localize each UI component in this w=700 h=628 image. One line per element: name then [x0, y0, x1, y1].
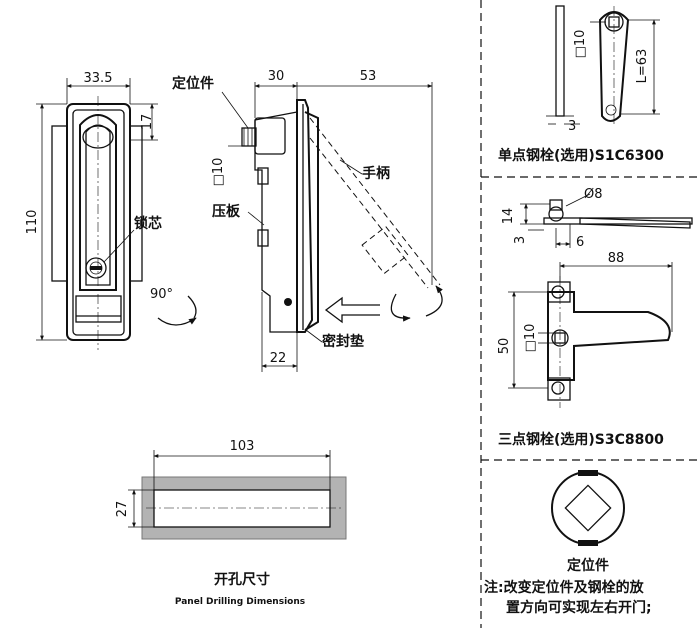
three-point-rod: Ø8 14 3 6 88 □10 50 三点钢栓(选用)S3C8800	[497, 187, 693, 448]
rod1-thickness-dim: 3	[568, 119, 576, 134]
rod1-caption: 单点钢栓(选用)S1C6300	[498, 147, 664, 164]
positioner-label: 定位件	[172, 75, 214, 92]
rod3-dim-14: 14	[501, 208, 516, 225]
side-dim-30: 30	[268, 69, 285, 84]
side-dim-53: 53	[360, 69, 377, 84]
plate-label: 压板	[212, 203, 241, 220]
lock-core-label: 锁芯	[134, 215, 162, 232]
rod3-dim-88: 88	[608, 251, 625, 266]
side-view: 定位件 □10 手柄 压板 密封垫 30 53	[172, 69, 443, 372]
rod3-square-dim: □10	[523, 324, 538, 353]
front-width-dim: 33.5	[84, 71, 113, 86]
rod3-dim-6: 6	[576, 235, 584, 250]
gasket-label: 密封垫	[321, 333, 364, 350]
cutout-title-cn: 开孔尺寸	[214, 571, 270, 588]
cutout-height-dim: 27	[115, 501, 130, 518]
rod3-dia-dim: Ø8	[584, 187, 603, 202]
front-view: 33.5 110 17 锁芯 90°	[25, 71, 197, 350]
positioner-detail-label: 定位件	[567, 557, 609, 574]
positioner-note-line2: 置方向可实现左右开门;	[506, 599, 652, 616]
rotation-label: 90°	[150, 287, 173, 302]
side-dim-22: 22	[270, 351, 287, 366]
rod1-square-dim: □10	[573, 30, 588, 59]
front-height-dim: 110	[25, 210, 40, 235]
front-top-dim: 17	[140, 114, 155, 131]
rod1-length-dim: L=63	[635, 49, 650, 84]
single-point-rod: 3 □10 L=63 单点钢栓(选用)S1C6300	[498, 5, 664, 164]
handle-label: 手柄	[362, 165, 390, 182]
positioner-note-line1: 注:改变定位件及钢栓的放	[484, 579, 645, 596]
side-square-dim: □10	[211, 158, 226, 187]
cutout-width-dim: 103	[230, 439, 255, 454]
rod3-dim-3: 3	[513, 236, 528, 244]
panel-cutout: 103 27 开孔尺寸 Panel Drilling Dimensions	[115, 439, 347, 607]
positioner-detail: 定位件 注:改变定位件及钢栓的放 置方向可实现左右开门;	[484, 470, 652, 616]
rod3-dim-50: 50	[497, 338, 512, 355]
cutout-title-en: Panel Drilling Dimensions	[175, 597, 305, 607]
rod3-caption: 三点钢栓(选用)S3C8800	[498, 431, 664, 448]
